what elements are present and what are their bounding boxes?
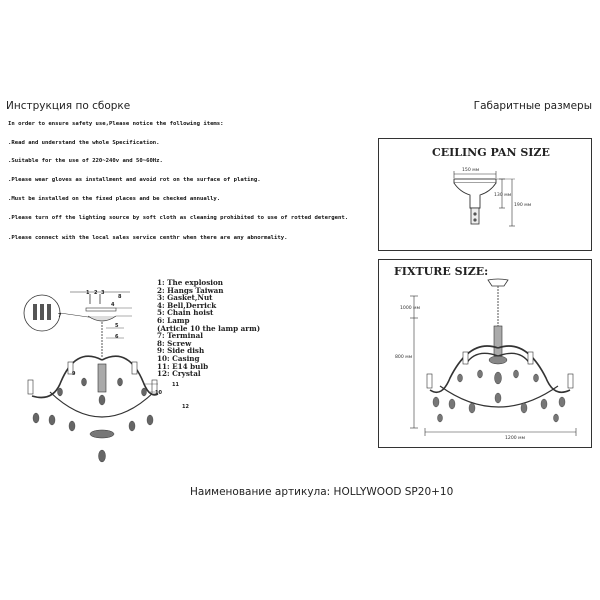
callout-number: 9 (72, 371, 76, 377)
parts-list-item: 6: Lamp (157, 315, 190, 325)
article-name: Наименование артикула: HOLLYWOOD SP20+10 (190, 486, 454, 498)
callout-number: 12 (182, 404, 189, 410)
callout-number: 11 (172, 382, 179, 388)
callout-number: 2 (94, 290, 98, 296)
parts-list-item: 9: Side dish (157, 346, 205, 356)
parts-list-item: 10: Casing (157, 353, 200, 363)
callout-number: 5 (115, 323, 119, 329)
callout-number: 1 (86, 290, 90, 296)
instruction-line: .Please turn off the lighting source by … (8, 215, 349, 221)
pan-height-label: 130 мм (494, 193, 512, 198)
instruction-line: .Must be installed on the fixed places a… (8, 196, 221, 202)
pan-width-label: 150 мм (462, 168, 480, 173)
parts-list-item: 1: The explosion (157, 278, 224, 287)
fixture-drawing (410, 278, 577, 436)
fixture-chain-label: 1000 мм (400, 306, 421, 311)
parts-list-item: 4: Bell,Derrick (157, 300, 217, 310)
fixture-height-label: 800 мм (395, 355, 413, 360)
parts-list-item: (Article 10 the lamp arm) (157, 323, 261, 333)
instruction-line: .Please connect with the local sales ser… (8, 235, 288, 241)
instruction-line: .Please wear gloves as installment and a… (8, 177, 261, 183)
parts-list-item: 8: Screw (157, 338, 192, 348)
callout-number: 3 (101, 290, 105, 296)
pan-total-label: 190 мм (514, 203, 532, 208)
instructions-heading: Инструкция по сборке (6, 100, 131, 112)
callout-number: 7 (58, 313, 62, 319)
parts-list-item: 11: E14 bulb (157, 361, 209, 371)
instruction-line: In order to ensure safety use,Please not… (8, 121, 224, 127)
callout-number: 6 (115, 334, 119, 340)
ceiling-pan-drawing (453, 171, 515, 227)
parts-list: 1: The explosion 2: Hangs Taiwan 3: Gask… (157, 279, 260, 378)
ceiling-pan-panel (378, 138, 592, 251)
instruction-line: .Read and understand the whole Specifica… (8, 140, 160, 146)
instruction-line: .Suitable for the use of 220~240v and 50… (8, 158, 163, 164)
parts-list-item: 3: Gasket,Nut (157, 293, 213, 303)
exploded-assembly-drawing (23, 291, 160, 463)
fixture-width-label: 1200 мм (505, 436, 526, 441)
parts-list-item: 2: Hangs Taiwan (157, 285, 224, 295)
dimensions-heading: Габаритные размеры (473, 100, 592, 112)
fixture-size-title: FIXTURE SIZE: (394, 265, 489, 278)
callout-number: 10 (155, 390, 162, 396)
callout-number: 8 (118, 294, 122, 300)
parts-list-item: 7: Terminal (157, 331, 203, 341)
parts-list-item: 12: Crystal (157, 369, 201, 379)
fixture-size-panel (378, 259, 592, 448)
parts-list-item: 5: Chain hoist (157, 308, 214, 318)
ceiling-pan-title: CEILING PAN SIZE (432, 146, 550, 159)
callout-number: 4 (111, 302, 115, 308)
